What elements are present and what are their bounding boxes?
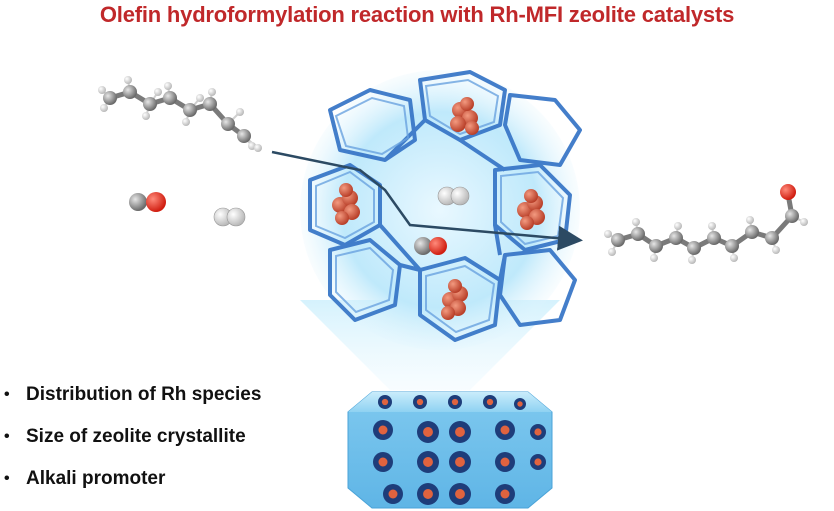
diagram-title: Olefin hydroformylation reaction with Rh… [99,2,735,27]
rh-cluster-icon [378,425,388,435]
rh-cluster-icon [500,457,510,467]
rh-cluster-icon [455,457,465,467]
rh-cluster-icon [517,401,523,407]
co-molecule-icon [129,192,166,212]
rh-cluster-icon [416,398,424,406]
factor-list: •Distribution of Rh species •Size of zeo… [4,384,261,510]
rh-cluster-icon [500,425,510,435]
rh-cluster-icon [378,457,388,467]
list-item: •Distribution of Rh species [4,384,262,405]
rh-cluster-icon [455,489,465,499]
rh-cluster-icon [381,398,389,406]
h2-molecule-icon [213,207,246,227]
rh-cluster-icon [441,279,468,320]
rh-cluster-icon [332,183,360,225]
co-molecule-icon [414,237,447,255]
rh-cluster-icon [388,489,398,499]
rh-cluster-icon [451,398,459,406]
rh-cluster-icon [455,427,465,437]
aldehyde-molecule-icon [604,184,808,264]
bullet-icon: • [4,386,10,403]
rh-cluster-icon [517,189,545,230]
bullet-icon: • [4,428,10,445]
rh-cluster-icon [500,489,510,499]
arrow-icon [271,150,583,251]
rh-cluster-icon [423,457,433,467]
rh-cluster-icon [450,97,479,135]
rh-cluster-icon [423,427,433,437]
zeolite-crystal-icon [347,391,553,509]
rh-cluster-icon [534,458,542,466]
h2-molecule-icon [437,186,470,206]
rh-cluster-icon [534,428,542,436]
rh-cluster-icon [486,398,494,406]
zeolite-framework [300,70,582,350]
olefin-molecule-icon [98,76,262,152]
list-item: •Size of zeolite crystallite [4,426,246,447]
rh-cluster-icon [423,489,433,499]
list-item: •Alkali promoter [4,468,166,489]
bullet-icon: • [4,470,10,487]
